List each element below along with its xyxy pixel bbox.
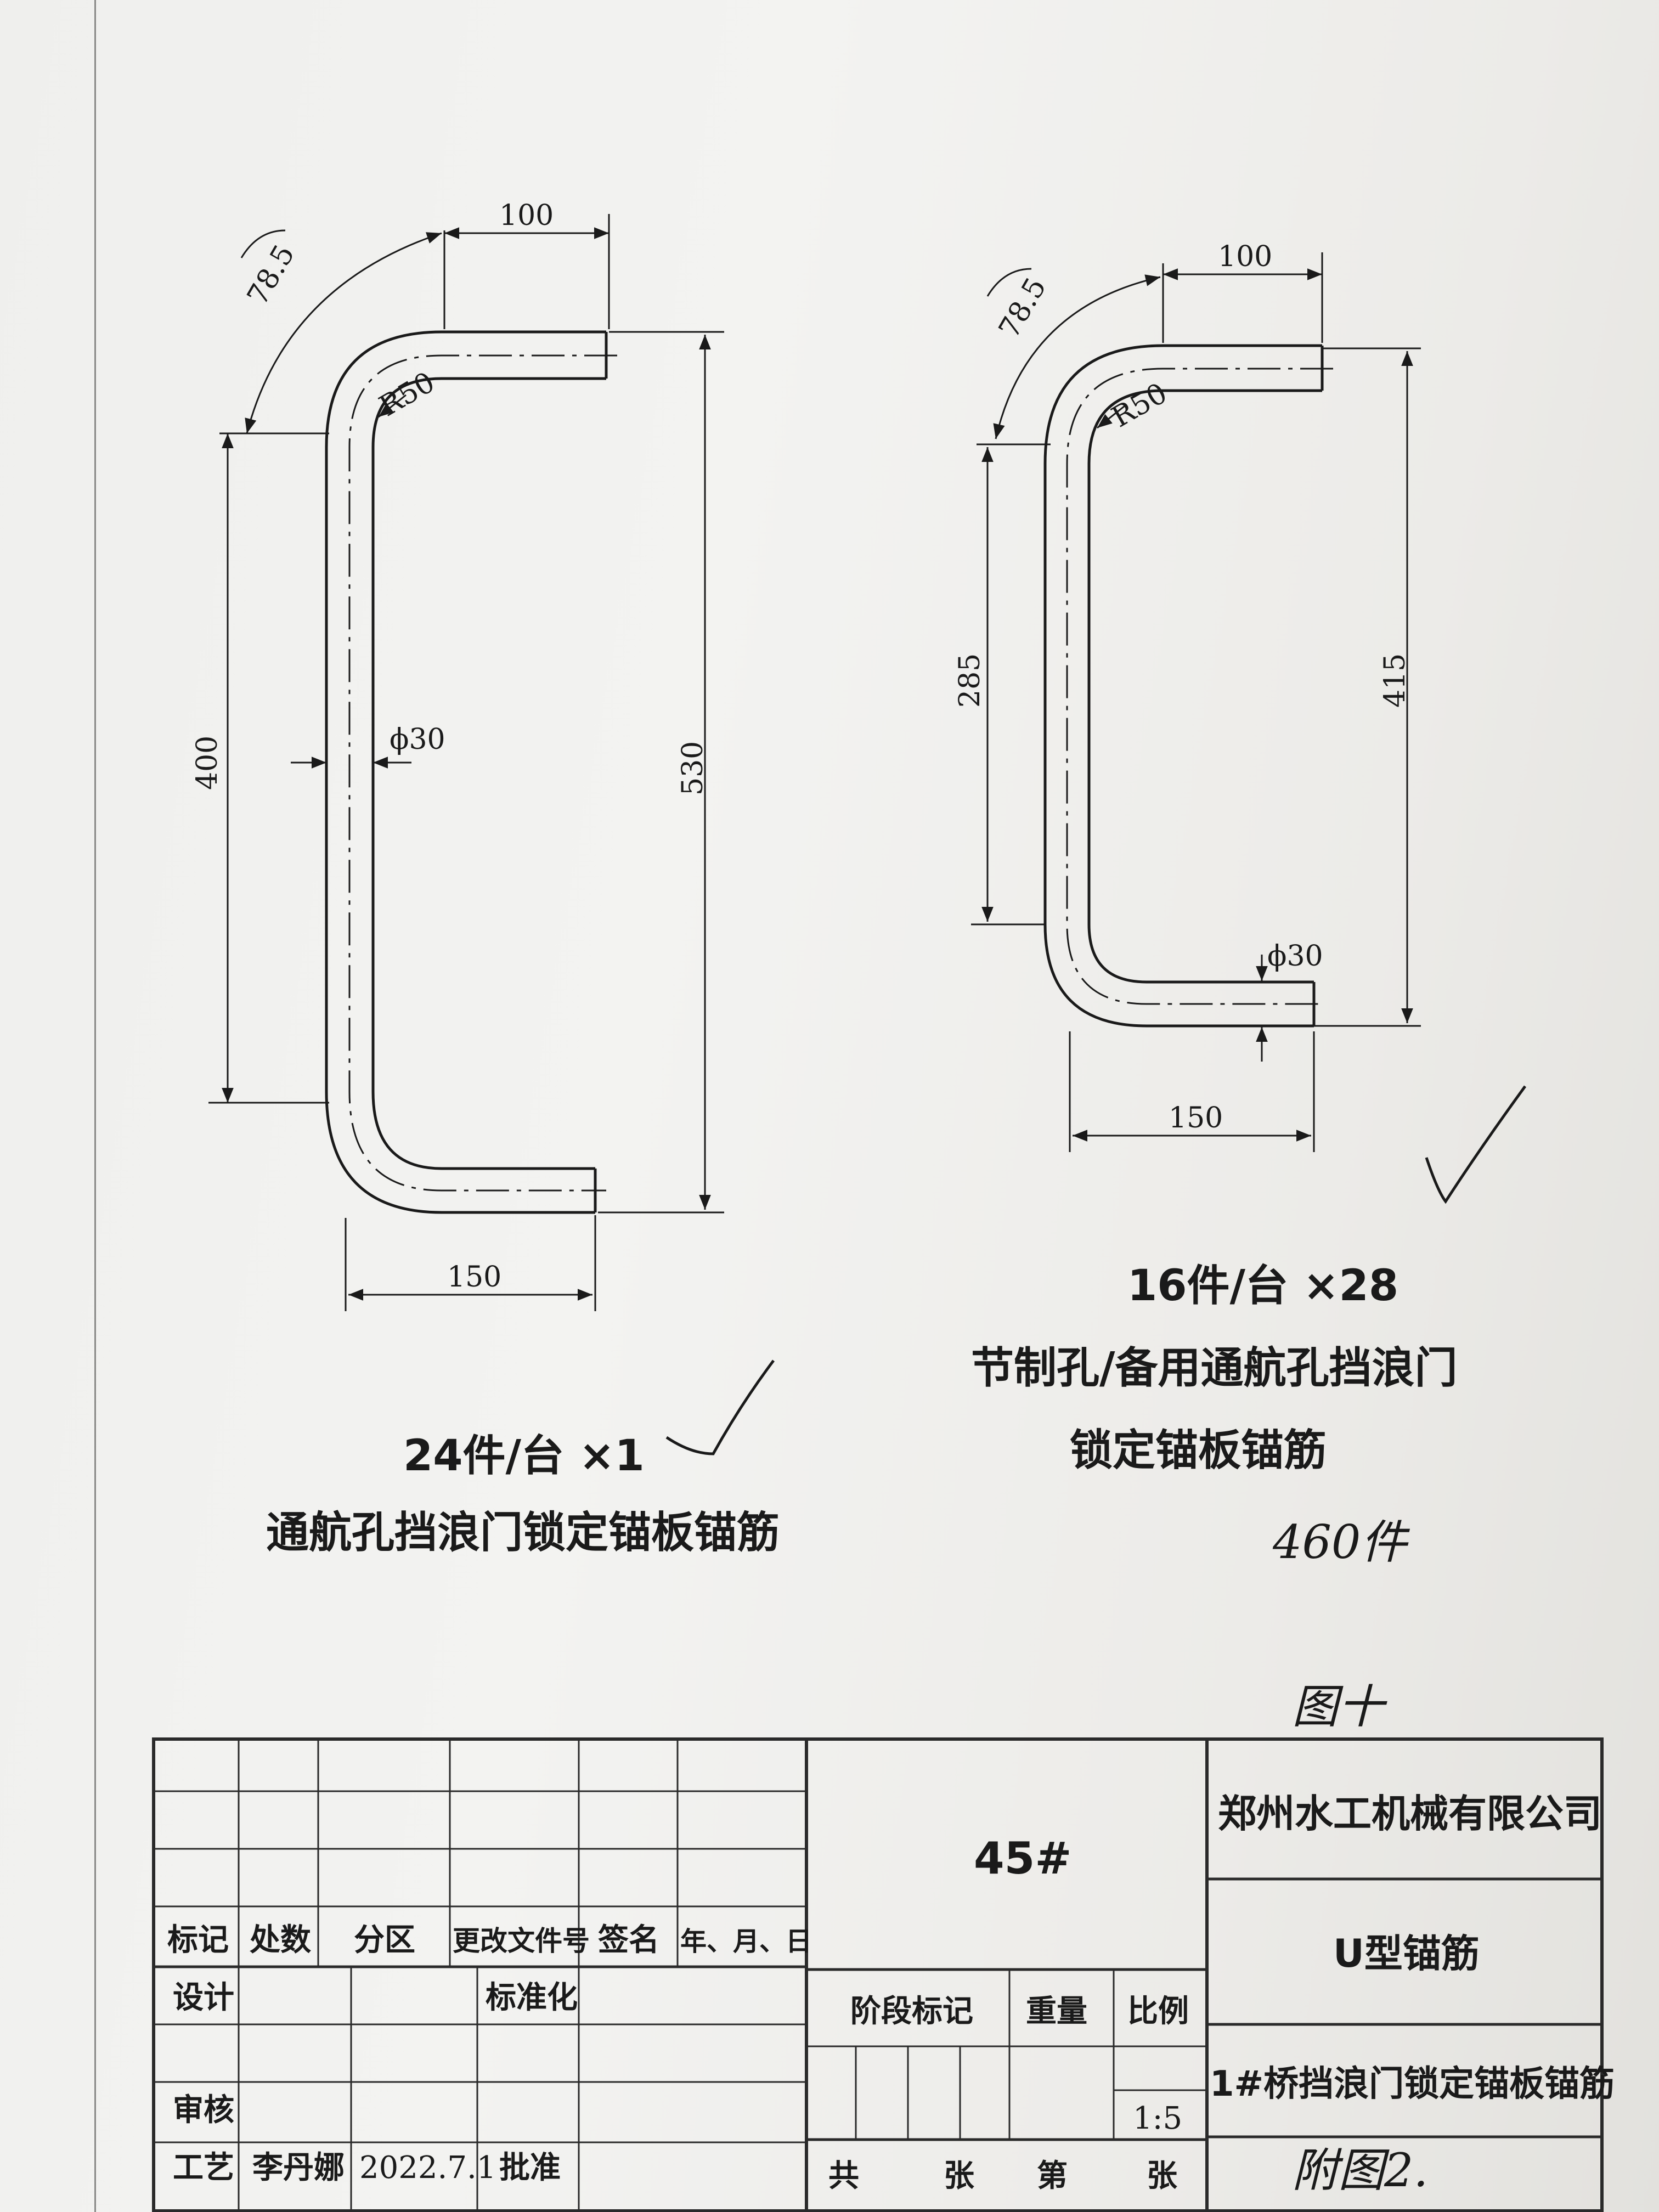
tb-header-change-doc: 更改文件号 (453, 1925, 590, 1957)
left-rebar-centerline (348, 354, 617, 1192)
tb-stage-label: 阶段标记 (850, 1994, 973, 2029)
left-dim-bottom: 150 (447, 1261, 501, 1294)
tb-total-label: 共 (828, 2158, 859, 2194)
binding-margin-line (94, 0, 96, 2212)
left-dim-total-height: 530 (676, 741, 709, 795)
tb-process-name: 李丹娜 (252, 2150, 345, 2186)
right-part-name-line1: 节制孔/备用通航孔挡浪门 (971, 1344, 1458, 1393)
tb-drawing-subtitle: 1#桥挡浪门锁定锚板锚筋 (1210, 2064, 1615, 2104)
right-dimensions (971, 252, 1421, 1152)
tb-company: 郑州水工机械有限公司 (1218, 1791, 1602, 1836)
left-dim-top: 100 (499, 199, 554, 232)
tb-process-date: 2022.7.1 (359, 2150, 496, 2186)
right-dim-angle: 78.5 (992, 272, 1053, 343)
left-u-rebar (325, 330, 617, 1214)
tb-material: 45# (974, 1833, 1071, 1884)
tb-appendix-note: 附图2. (1292, 2143, 1428, 2197)
right-dim-total-height: 415 (1379, 653, 1412, 708)
figure-note: 图十 (1292, 1680, 1387, 1734)
left-dim-left-height: 400 (191, 736, 224, 790)
left-part-name: 通航孔挡浪门锁定锚板锚筋 (266, 1508, 780, 1558)
tb-sheet-unit2: 张 (1147, 2158, 1177, 2194)
left-dim-radius: R50 (374, 366, 441, 424)
left-dim-angle: 78.5 (241, 239, 301, 311)
right-part-name-line2: 锁定锚板锚筋 (1070, 1426, 1327, 1475)
tb-drawing-title: U型锚筋 (1333, 1931, 1480, 1976)
right-dim-left-height: 285 (953, 653, 986, 708)
right-u-rebar (1043, 344, 1333, 1028)
tb-header-signature: 签名 (598, 1922, 659, 1958)
tb-scale-value: 1:5 (1133, 2101, 1182, 2136)
left-dimensions (208, 214, 724, 1311)
left-rebar-outer (325, 330, 606, 1214)
tb-header-zone: 分区 (354, 1922, 415, 1958)
tb-standardize-label: 标准化 (486, 1980, 578, 2016)
right-check-mark (1425, 1085, 1527, 1204)
tb-header-date: 年、月、日 (680, 1926, 812, 1957)
tb-weight-label: 重量 (1026, 1994, 1087, 2029)
left-check-mark (665, 1359, 775, 1455)
right-rebar-centerline (1066, 368, 1333, 1005)
right-quantity: 16件/台 ×28 (1127, 1261, 1398, 1311)
tb-design-label: 设计 (173, 1980, 234, 2016)
left-rebar-inner (371, 377, 606, 1170)
tb-process-label: 工艺 (173, 2150, 234, 2186)
left-dim-diameter: ϕ30 (390, 723, 445, 756)
right-dim-radius: R50 (1107, 377, 1173, 435)
right-rebar-outer (1043, 344, 1322, 1028)
right-total-note: 460件 (1272, 1515, 1410, 1569)
tb-sheet-unit1: 张 (944, 2158, 974, 2194)
right-dim-bottom: 150 (1169, 1102, 1223, 1135)
left-quantity: 24件/台 ×1 (403, 1431, 645, 1481)
right-rebar-inner (1087, 389, 1322, 984)
tb-header-count: 处数 (250, 1922, 311, 1958)
tb-header-mark: 标记 (167, 1922, 229, 1958)
tb-approve-label: 批准 (499, 2150, 561, 2186)
tb-scale-label: 比例 (1127, 1994, 1189, 2029)
title-block (152, 1737, 1604, 2212)
tb-review-label: 审核 (173, 2092, 234, 2128)
tb-nth-label: 第 (1037, 2158, 1068, 2194)
right-dim-top: 100 (1218, 240, 1272, 273)
right-dim-diameter: ϕ30 (1267, 940, 1323, 973)
